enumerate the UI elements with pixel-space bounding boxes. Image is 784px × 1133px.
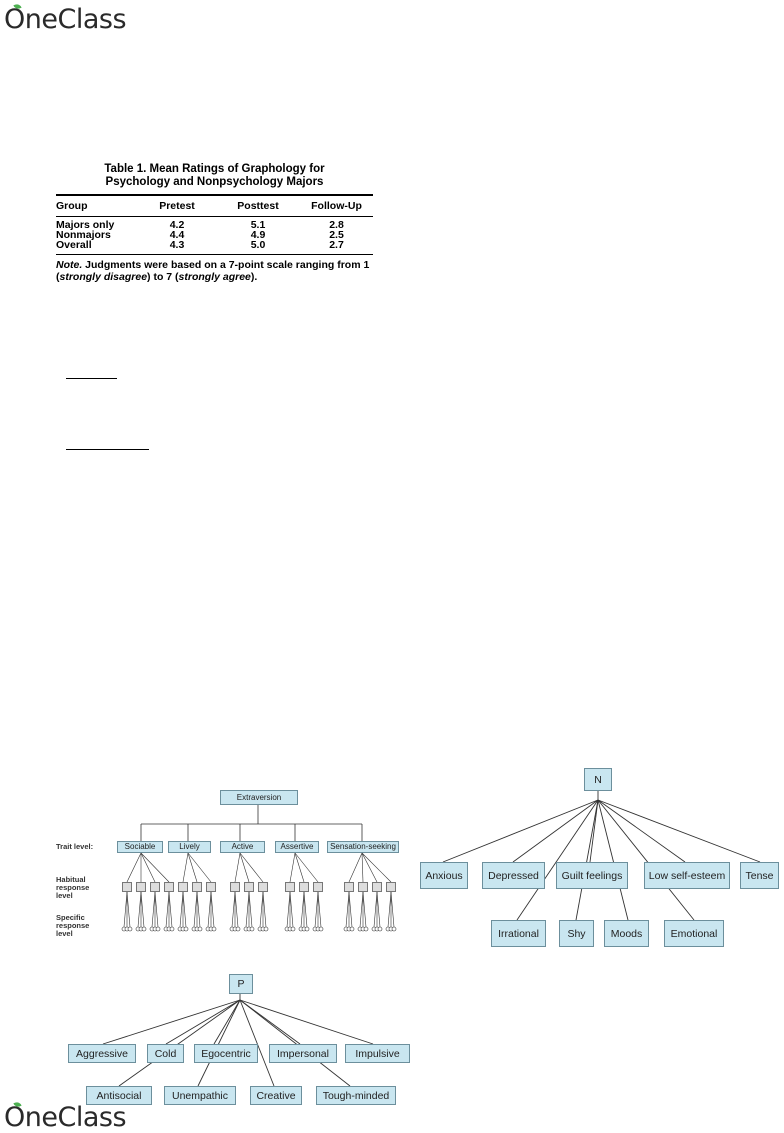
- cell: Nonmajors: [56, 229, 111, 241]
- oneclass-logo-bottom: OneClass: [4, 1100, 127, 1133]
- habitual-response-box: [299, 882, 309, 892]
- n-moods: Moods: [604, 920, 649, 947]
- graphology-table: Table 1. Mean Ratings of Graphology for …: [56, 163, 373, 283]
- habitual-response-box: [150, 882, 160, 892]
- trait-lively: Lively: [168, 841, 211, 853]
- note-paren: (: [56, 271, 60, 283]
- specific-label-2: response: [56, 921, 90, 930]
- blank-underline-2: [66, 449, 149, 450]
- habitual-response-box: [178, 882, 188, 892]
- table-row: Majors only 4.2 5.1 2.8: [56, 219, 373, 231]
- specific-label-1: Specific: [56, 913, 85, 922]
- table-row: Nonmajors 4.4 4.9 2.5: [56, 229, 373, 241]
- note-disagree: strongly disagree: [59, 271, 148, 283]
- p-egocentric: Egocentric: [194, 1044, 258, 1063]
- habitual-response-box: [386, 882, 396, 892]
- header-group: Group: [56, 200, 88, 212]
- p-creative: Creative: [250, 1086, 302, 1105]
- n-shy: Shy: [559, 920, 594, 947]
- p-cold: Cold: [147, 1044, 184, 1063]
- n-emotional: Emotional: [664, 920, 724, 947]
- n-irrational: Irrational: [491, 920, 546, 947]
- header-posttest: Posttest: [237, 200, 279, 212]
- cell: 2.7: [329, 239, 344, 251]
- trait-active: Active: [220, 841, 265, 853]
- trait-sensation-seeking: Sensation-seeking: [327, 841, 399, 853]
- table-row: Overall 4.3 5.0 2.7: [56, 239, 373, 251]
- note-agree: strongly agree: [178, 271, 251, 283]
- cell: 5.1: [250, 219, 266, 231]
- table-grid: Group Pretest Posttest Follow-Up: [56, 196, 373, 216]
- cell: 4.2: [169, 219, 185, 231]
- cell: 5.0: [250, 239, 266, 251]
- n-anxious: Anxious: [420, 862, 468, 889]
- habitual-response-box: [192, 882, 202, 892]
- note-mid: ) to 7 (: [147, 271, 179, 283]
- cell: 4.4: [169, 229, 185, 241]
- habitual-response-box: [164, 882, 174, 892]
- n-depressed: Depressed: [482, 862, 545, 889]
- table-header-row: Group Pretest Posttest Follow-Up: [56, 196, 373, 216]
- habitual-label-2: response: [56, 883, 90, 892]
- note-close: ).: [250, 271, 258, 283]
- table-title-line-2: Psychology and Nonpsychology Majors: [105, 176, 324, 188]
- habitual-response-box: [372, 882, 382, 892]
- habitual-response-box: [258, 882, 268, 892]
- trait-assertive: Assertive: [275, 841, 319, 853]
- n-low-self-esteem: Low self-esteem: [644, 862, 730, 889]
- habitual-response-box: [244, 882, 254, 892]
- cell: Majors only: [56, 219, 115, 231]
- table-body: Majors only 4.2 5.1 2.8 Nonmajors 4.4 4.…: [56, 219, 373, 251]
- habitual-response-box: [136, 882, 146, 892]
- habitual-response-box: [344, 882, 354, 892]
- habitual-response-box: [206, 882, 216, 892]
- n-tense: Tense: [740, 862, 779, 889]
- habitual-label-3: level: [56, 891, 73, 900]
- n-guilt-feelings: Guilt feelings: [556, 862, 628, 889]
- note-label: Note.: [56, 259, 83, 271]
- trait-sociable: Sociable: [117, 841, 163, 853]
- trait-level-label: Trait level:: [56, 842, 94, 851]
- table-note: Note. Judgments were based on a 7-point …: [56, 259, 373, 283]
- habitual-response-box: [230, 882, 240, 892]
- p-unempathic: Unempathic: [164, 1086, 236, 1105]
- p-root: P: [229, 974, 253, 994]
- brand-name: OneClass: [4, 4, 127, 35]
- header-pretest: Pretest: [159, 200, 195, 212]
- blank-underline-1: [66, 378, 117, 379]
- habitual-response-box: [358, 882, 368, 892]
- habitual-label-1: Habitual: [56, 875, 86, 884]
- header-follow-up: Follow-Up: [311, 200, 362, 212]
- extraversion-root: Extraversion: [220, 790, 298, 805]
- p-impulsive: Impulsive: [345, 1044, 410, 1063]
- p-antisocial: Antisocial: [86, 1086, 152, 1105]
- cell: 2.8: [329, 219, 344, 231]
- p-aggressive: Aggressive: [68, 1044, 136, 1063]
- habitual-response-box: [285, 882, 295, 892]
- cell: 2.5: [329, 229, 344, 241]
- brand-name: OneClass: [4, 1102, 127, 1133]
- table-title-line-1: Table 1. Mean Ratings of Graphology for: [104, 163, 325, 175]
- specific-label-3: level: [56, 929, 73, 938]
- habitual-response-box: [313, 882, 323, 892]
- cell: Overall: [56, 239, 92, 251]
- cell: 4.9: [250, 229, 266, 241]
- oneclass-logo-top: OneClass: [4, 2, 127, 35]
- cell: 4.3: [169, 239, 185, 251]
- note-text: Judgments were based on a 7-point scale …: [82, 259, 370, 271]
- n-root: N: [584, 768, 612, 791]
- habitual-response-box: [122, 882, 132, 892]
- p-impersonal: Impersonal: [269, 1044, 337, 1063]
- p-tough-minded: Tough-minded: [316, 1086, 396, 1105]
